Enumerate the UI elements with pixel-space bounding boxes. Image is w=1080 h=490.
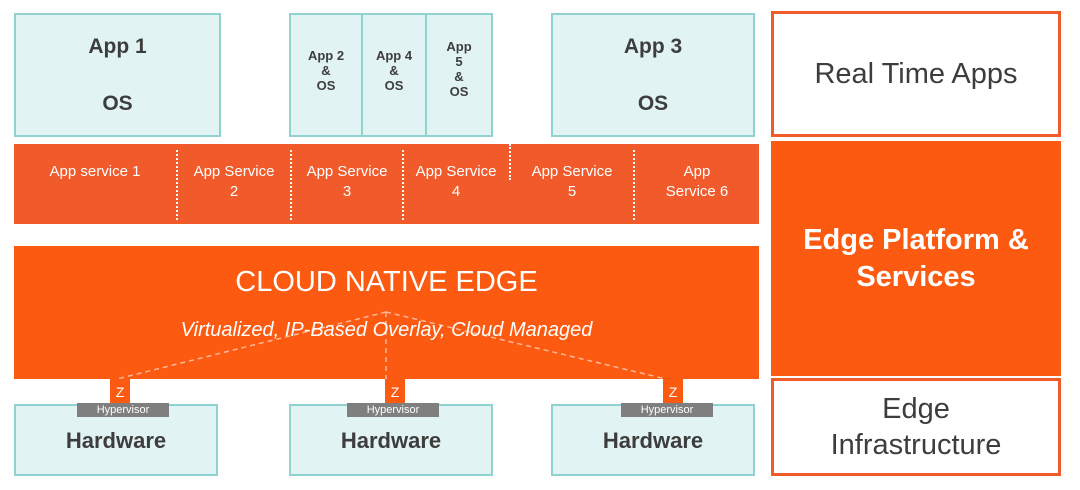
app-service-2: App Service 2 <box>178 144 290 224</box>
app-service-1-line1: App service 1 <box>49 163 141 180</box>
app1-name: App 1 <box>88 35 147 58</box>
app-service-5-line1: App Service <box>531 163 613 180</box>
service-divider <box>633 150 635 220</box>
hypervisor-1: Hypervisor <box>77 403 169 417</box>
z-node-3: Z <box>663 379 683 403</box>
app-service-5: App Service 5 <box>511 144 633 224</box>
app-service-3: App Service 3 <box>292 144 402 224</box>
service-divider <box>176 150 178 220</box>
layer-edge-platform-line2: Services <box>856 260 976 293</box>
app-service-4-line2: 4 <box>451 183 461 200</box>
app3-box: App 3 OS <box>551 13 755 137</box>
app1-os: OS <box>102 92 133 115</box>
hypervisor-2: Hypervisor <box>347 403 439 417</box>
layer-edge-platform-line1: Edge Platform & <box>803 223 1029 256</box>
layer-real-time-apps: Real Time Apps <box>771 11 1061 137</box>
cloud-native-edge-subtitle: Virtualized, IP-Based Overlay, Cloud Man… <box>180 319 593 341</box>
app-service-3-line1: App Service <box>306 163 388 180</box>
app4-line-1: App 4 <box>375 48 413 63</box>
app2-line-2: & <box>321 63 331 78</box>
hypervisor-3: Hypervisor <box>621 403 713 417</box>
hardware-box-3: Hardware <box>551 404 755 476</box>
app-service-4: App Service 4 <box>404 144 508 224</box>
app4-line-3: OS <box>384 78 404 93</box>
cloud-native-edge-title: CLOUD NATIVE EDGE <box>235 266 538 298</box>
app5-line-2: 5 <box>455 54 463 69</box>
layer-edge-infrastructure-line1: Edge <box>882 393 950 425</box>
service-divider <box>509 144 511 180</box>
app-service-1: App service 1 <box>14 144 176 224</box>
app3-name: App 3 <box>623 35 683 58</box>
app5-line-1: App <box>446 39 472 54</box>
app5-line-4: OS <box>449 84 469 99</box>
service-divider <box>290 150 292 220</box>
app-service-6: App Service 6 <box>635 144 759 224</box>
app-service-2-line1: App Service <box>193 163 275 180</box>
cloud-native-edge-block: CLOUD NATIVE EDGE Virtualized, IP-Based … <box>14 246 759 379</box>
app-service-2-line2: 2 <box>229 183 239 200</box>
layer-real-time-apps-label: Real Time Apps <box>814 57 1018 90</box>
app4-line-2: & <box>389 63 399 78</box>
layer-edge-infrastructure: Edge Infrastructure <box>771 378 1061 476</box>
app-services-band: App service 1 App Service 2 App Service … <box>14 144 759 224</box>
app3-os: OS <box>637 92 669 115</box>
app5-line-3: & <box>454 69 464 84</box>
app-service-6-line1: App <box>683 163 711 180</box>
app2-line-1: App 2 <box>307 48 345 63</box>
app2-line-3: OS <box>316 78 336 93</box>
hardware-label-3: Hardware <box>602 428 704 453</box>
app-service-5-line2: 5 <box>567 183 577 200</box>
service-divider <box>402 150 404 220</box>
z-node-2: Z <box>385 379 405 403</box>
layer-edge-platform: Edge Platform & Services <box>771 141 1061 376</box>
app5-os-cell: App 5 & OS <box>427 15 491 135</box>
app-service-6-line2: Service 6 <box>665 183 729 200</box>
app-service-4-line1: App Service <box>415 163 497 180</box>
hardware-label-2: Hardware <box>340 428 442 453</box>
z-node-1: Z <box>110 379 130 403</box>
app1-box: App 1 OS <box>14 13 221 137</box>
layer-edge-infrastructure-line2: Infrastructure <box>830 429 1002 461</box>
app-group-box: App 2 & OS App 4 & OS App 5 & OS <box>289 13 493 137</box>
overlay-connections <box>116 311 667 379</box>
app4-os-cell: App 4 & OS <box>363 15 427 135</box>
app2-os-cell: App 2 & OS <box>291 15 363 135</box>
app-service-3-line2: 3 <box>342 183 352 200</box>
hardware-label-1: Hardware <box>65 428 167 453</box>
